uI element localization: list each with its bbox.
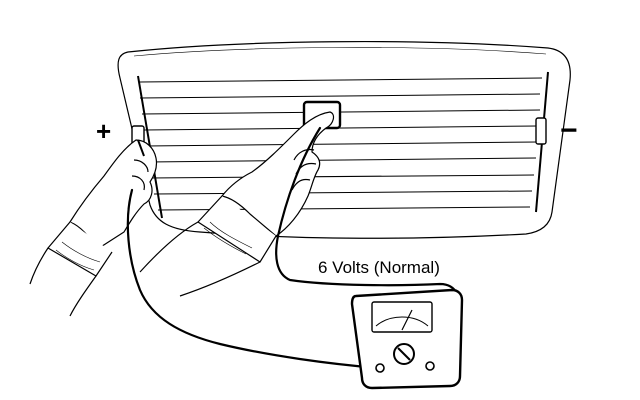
positive-jack xyxy=(375,363,385,373)
voltage-reading-label: 6 Volts (Normal) xyxy=(318,258,440,277)
rear-window-glass xyxy=(117,40,571,239)
meter-needle xyxy=(401,309,413,331)
grid-line xyxy=(147,157,537,163)
right-terminal-tab xyxy=(535,117,547,145)
grid-line xyxy=(139,77,543,83)
grid-line xyxy=(143,125,539,131)
positive-lead xyxy=(126,188,380,370)
negative-terminal-label: − xyxy=(560,114,578,147)
grid-line xyxy=(145,141,539,147)
heater-grid-lines xyxy=(139,77,543,211)
hand-holding-probe-icon xyxy=(29,139,158,317)
probe-tip xyxy=(137,139,145,157)
negative-jack xyxy=(425,361,435,371)
hand-pointing-icon xyxy=(139,111,335,297)
grid-line xyxy=(149,174,535,179)
positive-terminal-label: + xyxy=(96,116,111,146)
grid-line xyxy=(153,190,533,195)
grid-line xyxy=(139,93,541,99)
voltmeter-icon xyxy=(350,288,464,390)
bus-bars xyxy=(131,71,549,219)
